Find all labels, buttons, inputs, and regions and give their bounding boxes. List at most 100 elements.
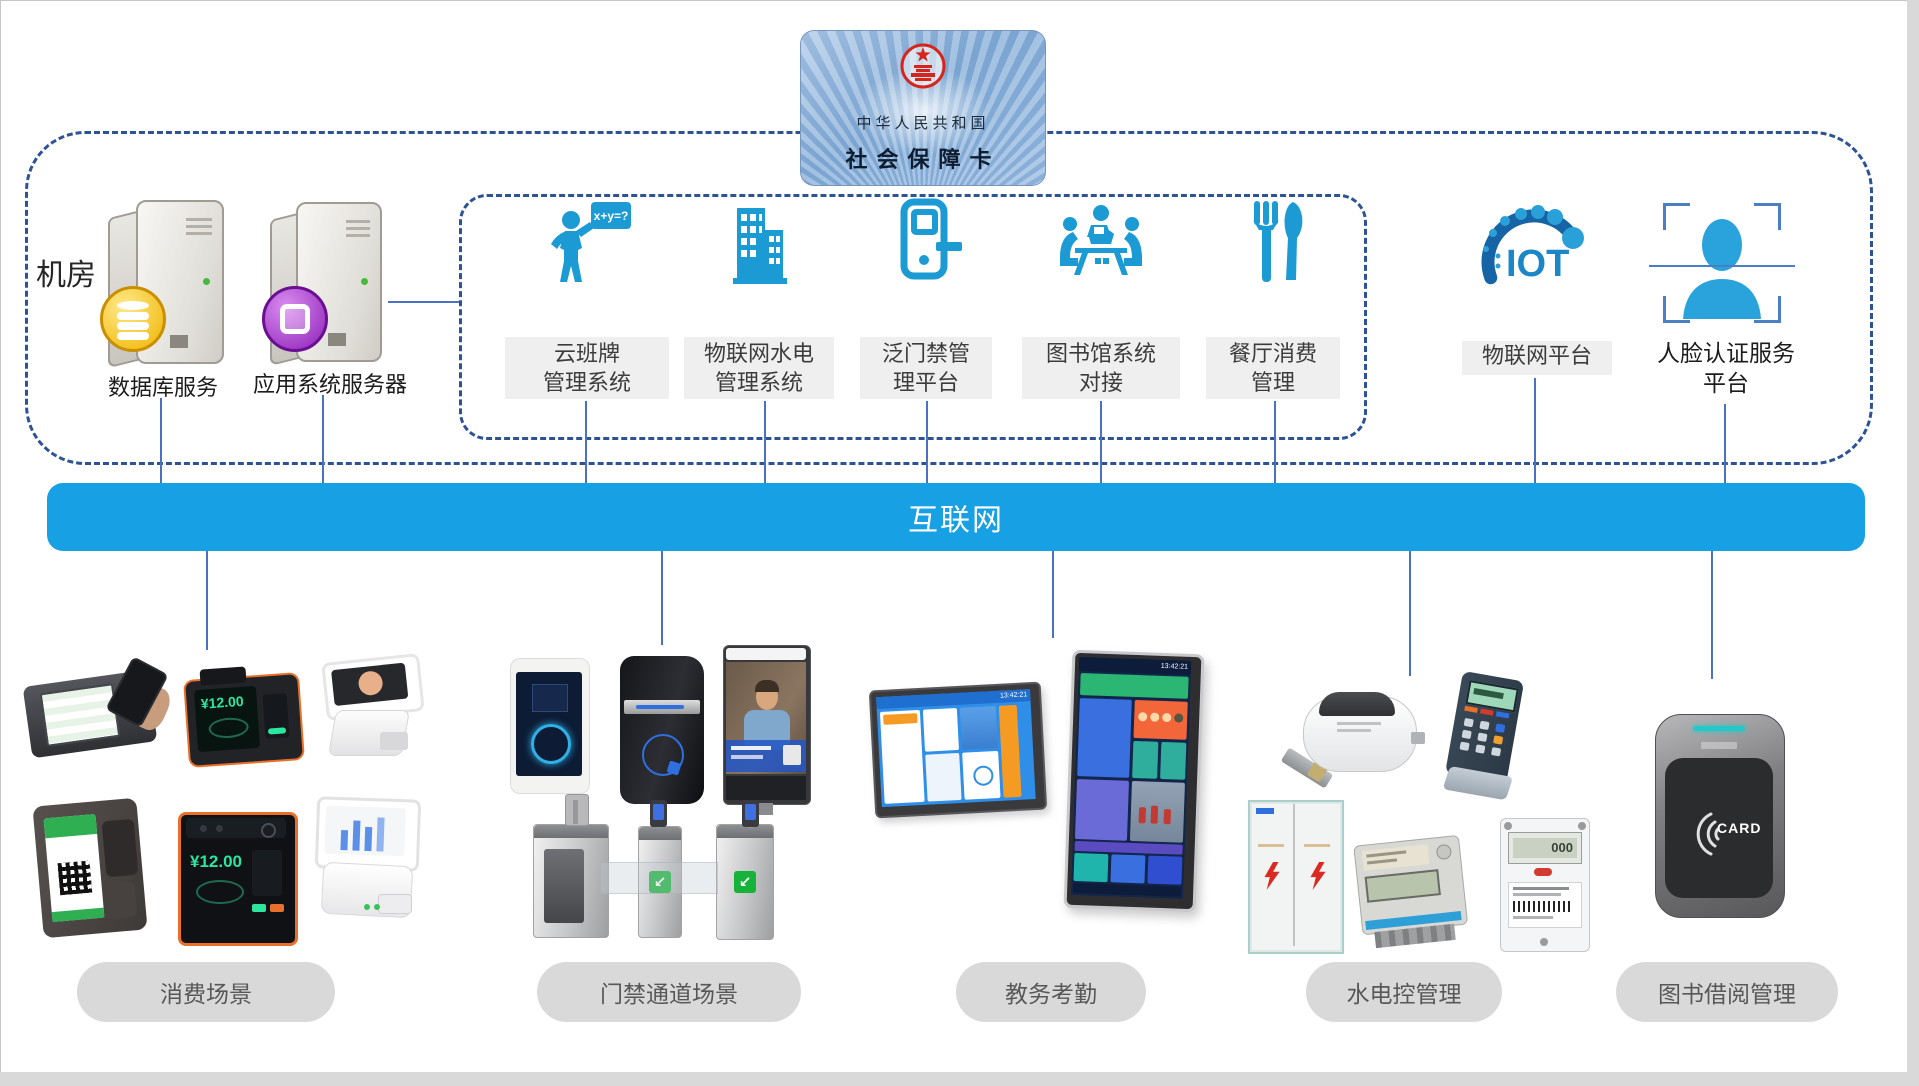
system-label-cloud-board: 云班牌 管理系统 [505,337,669,399]
national-emblem-icon [900,43,946,89]
person-silhouette [1683,219,1761,319]
restaurant-icon [1253,201,1303,282]
wave-ring [972,765,994,787]
lcd-panel: 000 [1508,832,1582,864]
iot-logo-icon: IOT [1481,205,1587,315]
screen-header [43,813,98,839]
application-server-label: 应用系统服务器 [252,372,407,397]
scene-pill-books: 图书借阅管理 [1616,962,1838,1022]
scan-line [1649,265,1795,267]
scene-pill-attendance: 教务考勤 [956,962,1146,1022]
connector-utility-scene [1409,551,1411,676]
mount [759,803,773,815]
connector-cloud-board [585,401,587,483]
turnstile-pillar-photo: ↙ [638,826,682,938]
avatar [1174,713,1184,723]
scan-bracket [1754,203,1781,230]
wifi-tile [962,750,1001,800]
barcode [1513,901,1571,912]
pillar-top [717,825,773,838]
turnstile-pillar-photo [533,824,609,938]
application-badge-icon [262,286,328,352]
label-line [1258,844,1284,847]
label-line [1337,722,1381,725]
system-label-library: 图书馆系统 对接 [1022,337,1180,399]
scene-label: 水电控管理 [1346,981,1462,1007]
led [364,904,370,910]
btn [252,904,266,912]
schedule-tile [1077,698,1132,778]
pos-screen [39,683,121,747]
tile [922,708,959,752]
scan-bracket [1663,203,1690,230]
access-controller-icon [900,198,962,280]
top-strip [186,818,286,838]
pillar-top [534,825,608,838]
brand-mark [1701,742,1737,749]
tile [883,713,918,725]
label-line [1304,844,1330,847]
connector-restaurant [1274,401,1276,483]
screw [1504,822,1512,830]
text-bar [731,755,763,759]
pos-dual-screen-white-photo [318,653,425,762]
drive-slot [170,335,188,348]
system-label-restaurant: 餐厅消费 管理 [1206,337,1340,399]
key [1461,729,1472,740]
avatar-tile [1133,699,1188,740]
right-edge-strip [1907,0,1919,1086]
electric-meter-photo: 000 [1500,818,1590,952]
digits [1473,688,1504,700]
card-reader-text: CARD [1717,820,1762,836]
label-plate [1508,882,1582,928]
entry-arrow-icon: ↙ [734,871,756,893]
student [1163,809,1172,825]
connector-iot-utility [764,401,766,483]
connector-face-platform [1724,404,1726,483]
avatar [1138,712,1148,722]
scene-label: 图书借阅管理 [1658,981,1796,1007]
face-auth-icon [1649,203,1795,323]
connector-attendance-scene [1052,551,1054,638]
application-server [262,200,412,396]
board-time-text: 13:42:21 [999,691,1028,700]
bottom-edge-strip [0,1072,1919,1086]
label-line [1366,858,1398,865]
label-line [1513,916,1553,919]
text-bar [731,746,771,750]
bar [340,830,349,851]
label-line2: 理平台 [892,370,959,395]
card-title-text: 社会保障卡 [845,147,1001,172]
screen: 13:42:21 [1070,657,1192,899]
scan-ring [531,724,571,764]
label-line [1366,850,1407,858]
vent [186,218,212,221]
student [1150,805,1159,824]
bottom-tile [1147,855,1183,885]
qr-code [57,860,93,896]
db-disc [117,301,149,310]
database-server [100,196,250,396]
system-label-access: 泛门禁管 理平台 [860,337,992,399]
label-line2: 管理 [1250,370,1295,395]
label-line1: 人脸认证服务 [1657,340,1795,366]
pillar-top [639,827,681,840]
scene-label: 教务考勤 [1005,981,1097,1007]
screen [43,813,105,923]
scene-label: 消费场景 [160,981,252,1007]
board-time-text: 13:42:21 [1160,662,1189,671]
student [1138,807,1147,824]
database-badge-icon [100,286,166,352]
label-line [1513,887,1569,890]
scan-circle [642,734,684,776]
systems-dashed-box [459,194,1367,440]
class-board-portrait-photo: 13:42:21 [1063,649,1205,913]
card-country-text: 中华人民共和国 [856,115,990,132]
wall-qr-reader-photo [32,797,148,939]
label-line1: 物联网水电 [703,341,814,366]
label-line1: 图书馆系统 [1045,341,1156,366]
bar [364,826,373,852]
screen: 13:42:21 [876,689,1036,808]
pos-panel-orange-photo: ¥12.00 [178,812,298,946]
